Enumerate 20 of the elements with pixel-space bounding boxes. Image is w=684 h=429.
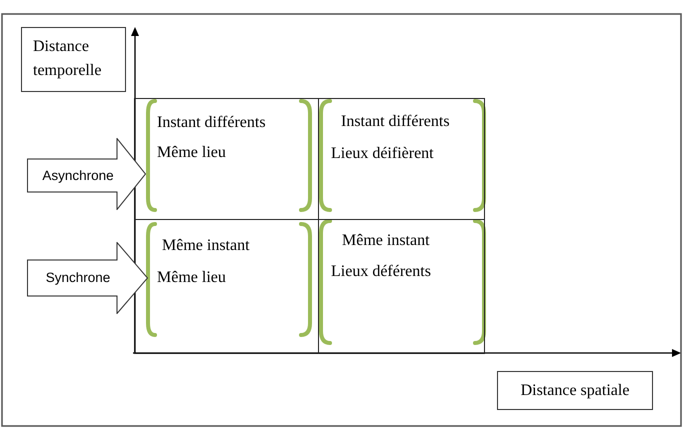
arrow-label: Synchrone	[46, 270, 110, 286]
quadrant-cell	[134, 219, 319, 354]
quadrant-cell	[318, 98, 485, 220]
quadrant-text: Lieux déférents	[331, 262, 431, 282]
quadrant-text: Même instant	[342, 231, 430, 251]
quadrant-cell	[318, 219, 485, 354]
arrow-label: Asynchrone	[42, 168, 114, 184]
block-arrow	[27, 242, 148, 314]
axis-label: Distance spatiale	[520, 380, 630, 400]
block-arrow	[27, 138, 146, 210]
text-box	[497, 371, 653, 410]
axis-label: Distance temporelle	[33, 37, 102, 81]
quadrant-text: Même lieu	[157, 143, 226, 163]
quadrant-text: Instant différents	[341, 112, 450, 132]
quadrant-cell	[134, 98, 319, 220]
text-box	[21, 27, 126, 92]
quadrant-text: Même lieu	[157, 268, 226, 288]
quadrant-text: Instant différents	[157, 113, 266, 133]
quadrant-text: Lieux déifièrent	[331, 144, 434, 164]
quadrant-text: Même instant	[162, 236, 250, 256]
